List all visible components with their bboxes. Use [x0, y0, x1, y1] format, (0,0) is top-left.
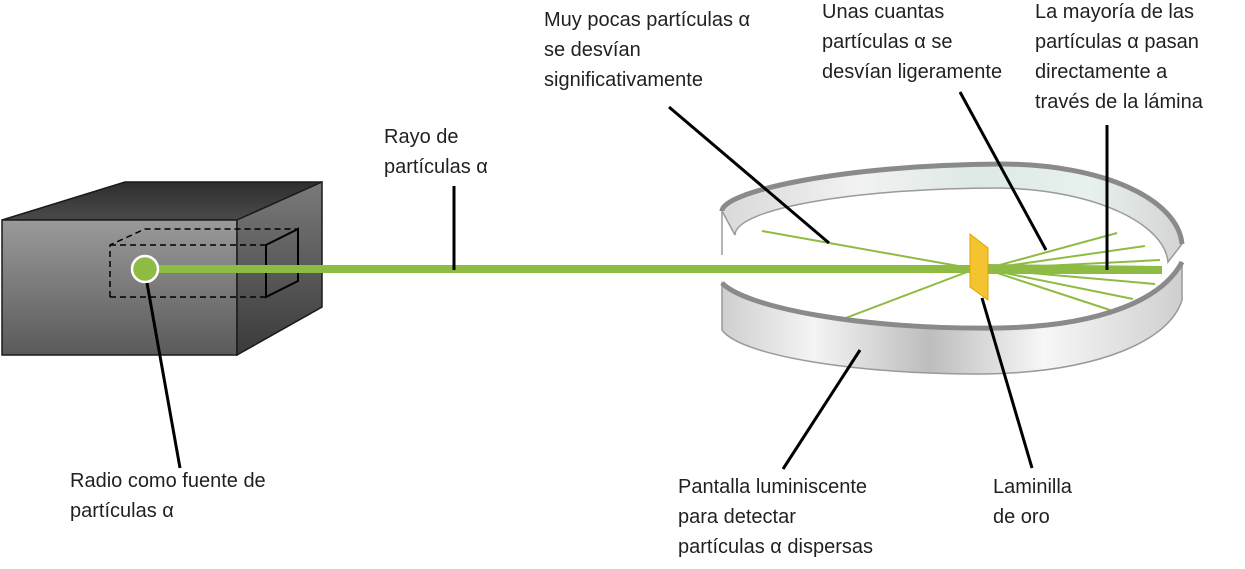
- leader-source: [145, 282, 182, 469]
- ray-fwd-1: [984, 232, 1118, 270]
- scattered-rays: [761, 230, 1161, 320]
- inner-chamber-dashed: [109, 228, 298, 298]
- gold-foil: [969, 232, 989, 301]
- label-most-pass-line1: La mayoría de las: [1035, 1, 1194, 23]
- label-slight-deflect-line2: partículas α se: [822, 31, 953, 53]
- label-most-pass-line3: directamente a: [1035, 61, 1168, 83]
- label-most-pass-line2: partículas α pasan: [1035, 31, 1199, 53]
- label-source-line1: Radio como fuente de: [70, 470, 266, 492]
- label-screen-line3: partículas α dispersas: [678, 536, 873, 558]
- label-few-deflect-line1: Muy pocas partículas α: [544, 9, 751, 31]
- ring-front-wall: [721, 261, 1183, 375]
- ray-back-upper: [761, 230, 976, 270]
- label-screen-line2: para detectar: [678, 506, 796, 528]
- leader-lines: [145, 91, 1109, 470]
- label-foil-line2: de oro: [993, 506, 1050, 528]
- label-slight-deflect: Unas cuantas partículas α se desvían lig…: [822, 0, 1002, 87]
- label-foil-line1: Laminilla: [993, 476, 1072, 498]
- label-screen-line1: Pantalla luminiscente: [678, 476, 867, 498]
- beam-through-foil: [985, 264, 1162, 274]
- leader-slight-deflect: [958, 91, 1048, 251]
- beam-aperture: [265, 227, 299, 299]
- label-screen: Pantalla luminiscente para detectar part…: [678, 472, 873, 562]
- leader-screen: [781, 349, 862, 470]
- label-few-deflect-line3: significativamente: [544, 69, 703, 91]
- luminescent-screen-ring: [719, 161, 1185, 264]
- radium-source-dot: [130, 254, 160, 284]
- label-slight-deflect-line1: Unas cuantas: [822, 1, 945, 23]
- leader-few-deflect: [668, 105, 830, 245]
- label-foil: Laminilla de oro: [993, 472, 1072, 532]
- label-ray-line2: partículas α: [384, 156, 488, 178]
- label-most-pass-line4: través de la lámina: [1035, 91, 1203, 113]
- label-source: Radio como fuente de partículas α: [70, 466, 266, 526]
- label-slight-deflect-line3: desvían ligeramente: [822, 61, 1003, 83]
- ray-back-lower: [842, 268, 976, 320]
- label-most-pass: La mayoría de las partículas α pasan dir…: [1035, 0, 1203, 117]
- label-few-deflect: Muy pocas partículas α se desvían signif…: [544, 5, 750, 95]
- ray-fwd-6: [984, 268, 1111, 311]
- label-few-deflect-line2: se desvían: [544, 39, 641, 61]
- ring-front-rim: [720, 260, 1185, 331]
- label-ray-line1: Rayo de: [384, 126, 459, 148]
- leader-foil: [980, 297, 1034, 469]
- label-ray: Rayo de partículas α: [384, 122, 488, 182]
- label-source-line2: partículas α: [70, 500, 174, 522]
